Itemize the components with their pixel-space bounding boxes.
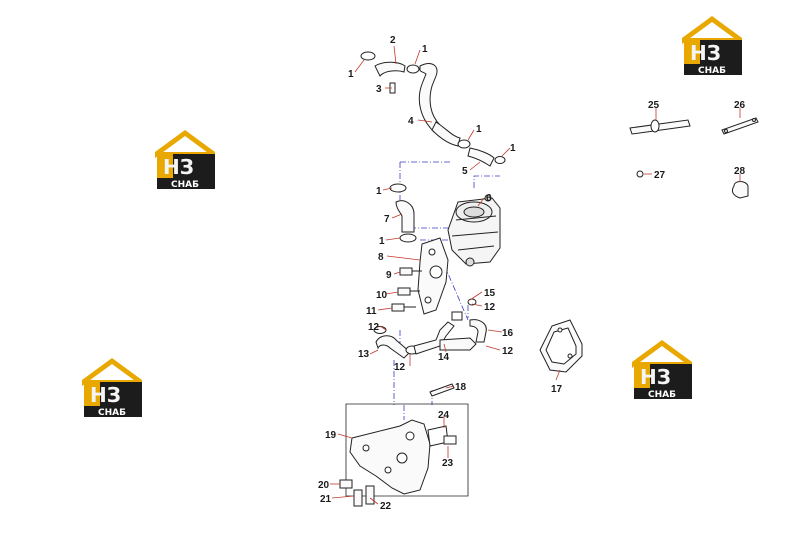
- watermark-logo: НЗ СНАБ: [682, 16, 742, 76]
- bolts-9-10-11: [391, 267, 422, 312]
- callout-label: 23: [442, 458, 454, 469]
- callout-label: 17: [551, 384, 563, 395]
- logo-caption: СНАБ: [698, 66, 726, 76]
- callout-label: 12: [484, 302, 496, 313]
- callout-label: 1: [510, 143, 516, 154]
- callout-label: 12: [368, 322, 380, 333]
- callout-label: 16: [502, 328, 514, 339]
- logo-letters: НЗ: [163, 155, 194, 179]
- mounting-bracket: [349, 419, 457, 495]
- bolts-20-21-22: [339, 479, 375, 507]
- bracket-frame-19: [345, 403, 469, 497]
- callout-label: 12: [394, 362, 406, 373]
- callout-label: 8: [378, 252, 384, 263]
- top-hose-assembly: [360, 51, 506, 167]
- callout-label: 1: [348, 69, 354, 80]
- logo-caption: СНАБ: [171, 180, 199, 190]
- callout-label: 6: [486, 193, 492, 204]
- cover-plate-17: [539, 319, 583, 373]
- callout-label: 27: [654, 170, 666, 181]
- callout-label: 9: [386, 270, 392, 281]
- leader-lines: [330, 45, 741, 505]
- water-pump-6: [447, 194, 501, 267]
- callout-label: 1: [422, 44, 428, 55]
- callout-label: 26: [734, 100, 746, 111]
- callout-label: 28: [734, 166, 746, 177]
- callout-label: 22: [380, 501, 392, 512]
- logo-caption: СНАБ: [98, 408, 126, 418]
- callout-label: 2: [390, 35, 396, 46]
- bolt-18: [429, 383, 455, 397]
- callout-label: 18: [455, 382, 467, 393]
- callout-label: 12: [502, 346, 514, 357]
- callout-label: 21: [320, 494, 332, 505]
- callout-label: 4: [408, 116, 414, 127]
- parts-25-28: [629, 117, 759, 199]
- watermark-logo: НЗ СНАБ: [155, 130, 215, 190]
- callout-label: 15: [484, 288, 496, 299]
- callout-label: 7: [384, 214, 390, 225]
- callout-label: 19: [325, 430, 337, 441]
- callout-labels: 1 2 1 3 4 1 1 5 1 6 7 1 8 9 10 11 15 12 …: [318, 35, 746, 512]
- callout-label: 10: [376, 290, 388, 301]
- callout-label: 20: [318, 480, 330, 491]
- callout-label: 24: [438, 410, 450, 421]
- watermark-logo: НЗ СНАБ: [632, 340, 692, 400]
- pump-gasket-8: [417, 237, 449, 315]
- lower-pipe-assembly: [373, 298, 487, 359]
- logo-letters: НЗ: [90, 383, 121, 407]
- water-hose-7: [389, 183, 417, 243]
- callout-label: 25: [648, 100, 660, 111]
- callout-label: 1: [379, 236, 385, 247]
- logo-caption: СНАБ: [648, 390, 676, 400]
- callout-label: 1: [376, 186, 382, 197]
- callout-label: 11: [366, 306, 377, 317]
- callout-label: 14: [438, 352, 450, 363]
- callout-label: 3: [376, 84, 382, 95]
- logo-letters: НЗ: [640, 365, 671, 389]
- callout-label: 5: [462, 166, 468, 177]
- callout-label: 13: [358, 349, 370, 360]
- callout-label: 1: [476, 124, 482, 135]
- logo-letters: НЗ: [690, 41, 721, 65]
- watermark-logo: НЗ СНАБ: [82, 358, 142, 418]
